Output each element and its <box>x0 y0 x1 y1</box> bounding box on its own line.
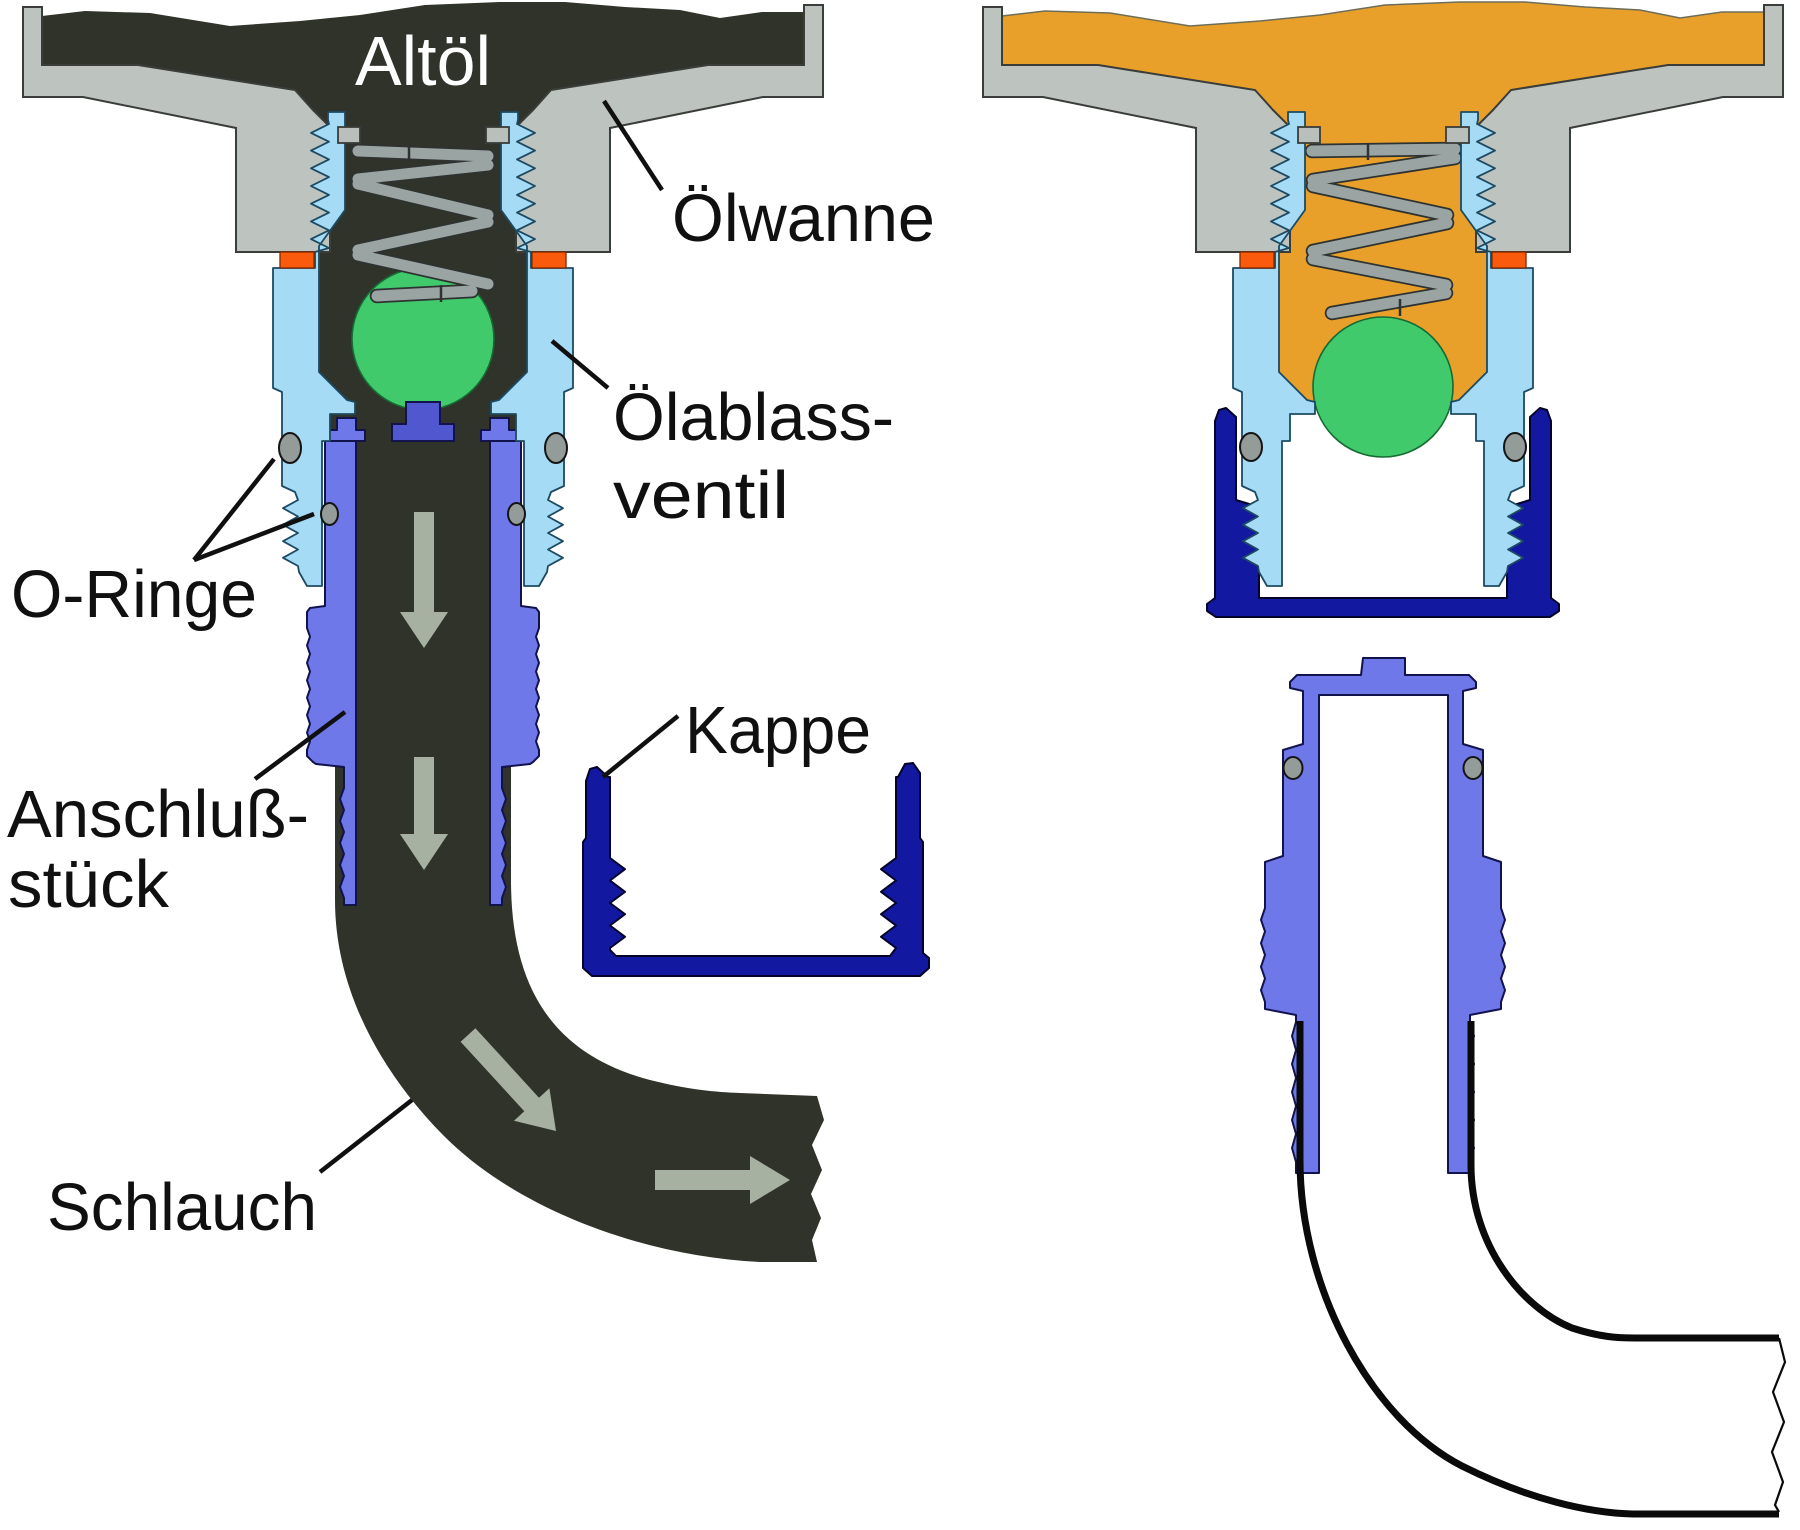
svg-text:Ölablass-: Ölablass- <box>613 380 894 455</box>
svg-text:ventil: ventil <box>613 458 789 533</box>
svg-text:Anschluß-: Anschluß- <box>7 777 309 852</box>
svg-text:Altöl: Altöl <box>355 22 491 100</box>
svg-text:stück: stück <box>8 847 170 922</box>
svg-text:O-Ringe: O-Ringe <box>11 557 257 632</box>
svg-text:Schlauch: Schlauch <box>47 1170 317 1245</box>
svg-text:Kappe: Kappe <box>685 693 871 768</box>
svg-text:Ölwanne: Ölwanne <box>672 181 935 256</box>
